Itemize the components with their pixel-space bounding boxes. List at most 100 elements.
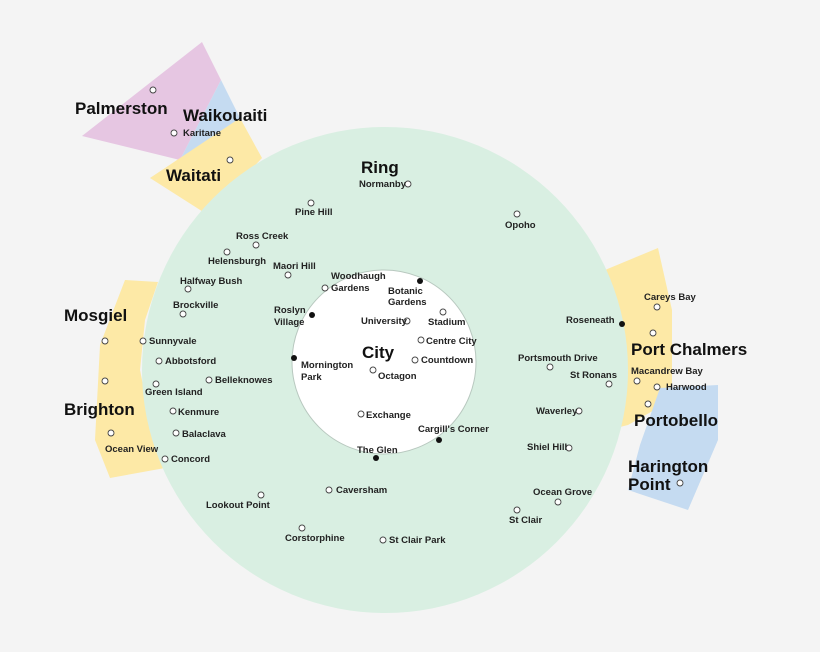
stop-marker-careys-bay <box>653 303 661 311</box>
stop-marker-waverley <box>575 407 583 415</box>
zone-label-city: City <box>362 343 395 362</box>
palmerston-zone <box>82 42 221 160</box>
stop-marker-portsmouth-drive <box>546 363 554 371</box>
stop-label-caversham: Caversham <box>336 485 387 496</box>
stop-marker-corstorphine <box>298 524 306 532</box>
stop-label-botanic: Botanic <box>388 286 423 297</box>
waitati-zone <box>150 118 262 215</box>
stop-label-maori-hill: Maori Hill <box>273 261 316 272</box>
stop-label-botanic-gardens: Gardens <box>388 297 427 308</box>
stop-marker-opoho <box>513 210 521 218</box>
stop-label-macandrew-bay: Macandrew Bay <box>631 366 704 377</box>
zone-label-harington: Harington <box>628 457 708 476</box>
stop-label-roslyn-village: Village <box>274 317 304 328</box>
zone-label-harington-point: Point <box>628 475 671 494</box>
stop-label-mornington-park: Park <box>301 372 322 383</box>
stop-label-abbotsford: Abbotsford <box>165 356 216 367</box>
stop-label-st-clair: St Clair <box>509 515 543 526</box>
stop-marker-kenmure <box>169 407 177 415</box>
stop-label-concord: Concord <box>171 454 210 465</box>
stop-marker-concord <box>161 455 169 463</box>
stop-label-st-ronans: St Ronans <box>570 370 617 381</box>
stop-label-sunnyvale: Sunnyvale <box>149 336 197 347</box>
stop-marker-ocean-grove <box>554 498 562 506</box>
stop-marker-st-ronans <box>605 380 613 388</box>
stop-marker-belleknowes <box>205 376 213 384</box>
zone-label-mosgiel: Mosgiel <box>64 306 127 325</box>
stop-marker-st-clair <box>513 506 521 514</box>
stop-marker-brockville <box>179 310 187 318</box>
stop-label-stadium: Stadium <box>428 317 465 328</box>
stop-label-octagon: Octagon <box>378 371 417 382</box>
stop-marker-port-chalmers <box>649 329 657 337</box>
stop-label-waverley: Waverley <box>536 406 578 417</box>
stop-label-shiel-hill: Shiel Hill <box>527 442 567 453</box>
stop-label-kenmure: Kenmure <box>178 407 219 418</box>
stop-marker-mornington-park <box>291 355 297 361</box>
stop-marker-the-glen <box>373 455 379 461</box>
stop-marker-palmerston <box>149 86 157 94</box>
stop-label-ocean-view: Ocean View <box>105 444 159 455</box>
stop-label-ocean-grove: Ocean Grove <box>533 487 592 498</box>
zone-label-brighton: Brighton <box>64 400 135 419</box>
stop-label-portsmouth-drive: Portsmouth Drive <box>518 353 598 364</box>
waikouaiti-zone <box>150 80 240 190</box>
stop-marker-karitane <box>170 129 178 137</box>
harington-zone <box>628 385 718 510</box>
stop-label-st-clair-park: St Clair Park <box>389 535 446 546</box>
stop-label-helensburgh: Helensburgh <box>208 256 266 267</box>
stop-marker-cargills-corner <box>436 437 442 443</box>
stop-marker-portobello <box>644 400 652 408</box>
zone-label-port-chalmers: Port Chalmers <box>631 340 747 359</box>
stop-marker-balaclava <box>172 429 180 437</box>
zone-label-palmerston: Palmerston <box>75 99 168 118</box>
stop-marker-lookout-point <box>257 491 265 499</box>
stop-label-ross-creek: Ross Creek <box>236 231 289 242</box>
stop-label-pine-hill: Pine Hill <box>295 207 332 218</box>
stop-label-corstorphine: Corstorphine <box>285 533 345 544</box>
stop-marker-sunnyvale <box>139 337 147 345</box>
stop-marker-normanby <box>404 180 412 188</box>
stop-label-woodhaugh: Woodhaugh <box>331 271 386 282</box>
stop-marker-roslyn-village <box>309 312 315 318</box>
stop-marker-st-clair-park <box>379 536 387 544</box>
stop-marker-stadium <box>439 308 447 316</box>
stop-marker-botanic-gardens <box>417 278 423 284</box>
stop-marker-ross-creek <box>252 241 260 249</box>
stop-marker-caversham <box>325 486 333 494</box>
zone-label-ring: Ring <box>361 158 399 177</box>
stop-marker-university <box>403 317 411 325</box>
stop-label-opoho: Opoho <box>505 220 536 231</box>
stop-label-belleknowes: Belleknowes <box>215 375 273 386</box>
stop-label-centre-city: Centre City <box>426 336 477 347</box>
zone-label-waikouaiti: Waikouaiti <box>183 106 267 125</box>
stop-marker-roseneath <box>619 321 625 327</box>
stop-label-karitane: Karitane <box>183 128 221 139</box>
stop-marker-helensburgh <box>223 248 231 256</box>
stop-marker-harington-point <box>676 479 684 487</box>
city-zone <box>291 269 477 455</box>
stop-label-exchange: Exchange <box>366 410 411 421</box>
stop-label-the-glen: The Glen <box>357 445 398 456</box>
stop-label-woodhaugh-gardens: Gardens <box>331 283 370 294</box>
stop-marker-harwood <box>653 383 661 391</box>
stop-marker-mosgiel <box>101 337 109 345</box>
stop-label-mornington: Mornington <box>301 360 353 371</box>
stop-marker-centre-city <box>417 336 425 344</box>
stop-label-roslyn: Roslyn <box>274 305 306 316</box>
stop-marker-abbotsford <box>155 357 163 365</box>
stop-label-cargills-corner: Cargill's Corner <box>418 424 489 435</box>
stop-label-careys-bay: Careys Bay <box>644 292 696 303</box>
zone-label-portobello: Portobello <box>634 411 718 430</box>
stop-label-normanby: Normanby <box>359 179 407 190</box>
stop-label-halfway-bush: Halfway Bush <box>180 276 242 287</box>
stop-marker-exchange <box>357 410 365 418</box>
stop-marker-pine-hill <box>307 199 315 207</box>
stop-label-green-island: Green Island <box>145 387 203 398</box>
stop-marker-halfway-bush <box>184 285 192 293</box>
stop-marker-macandrew-bay <box>633 377 641 385</box>
mosgiel-brighton-zone <box>95 280 165 478</box>
stop-marker-green-island <box>152 380 160 388</box>
stop-label-balaclava: Balaclava <box>182 429 227 440</box>
